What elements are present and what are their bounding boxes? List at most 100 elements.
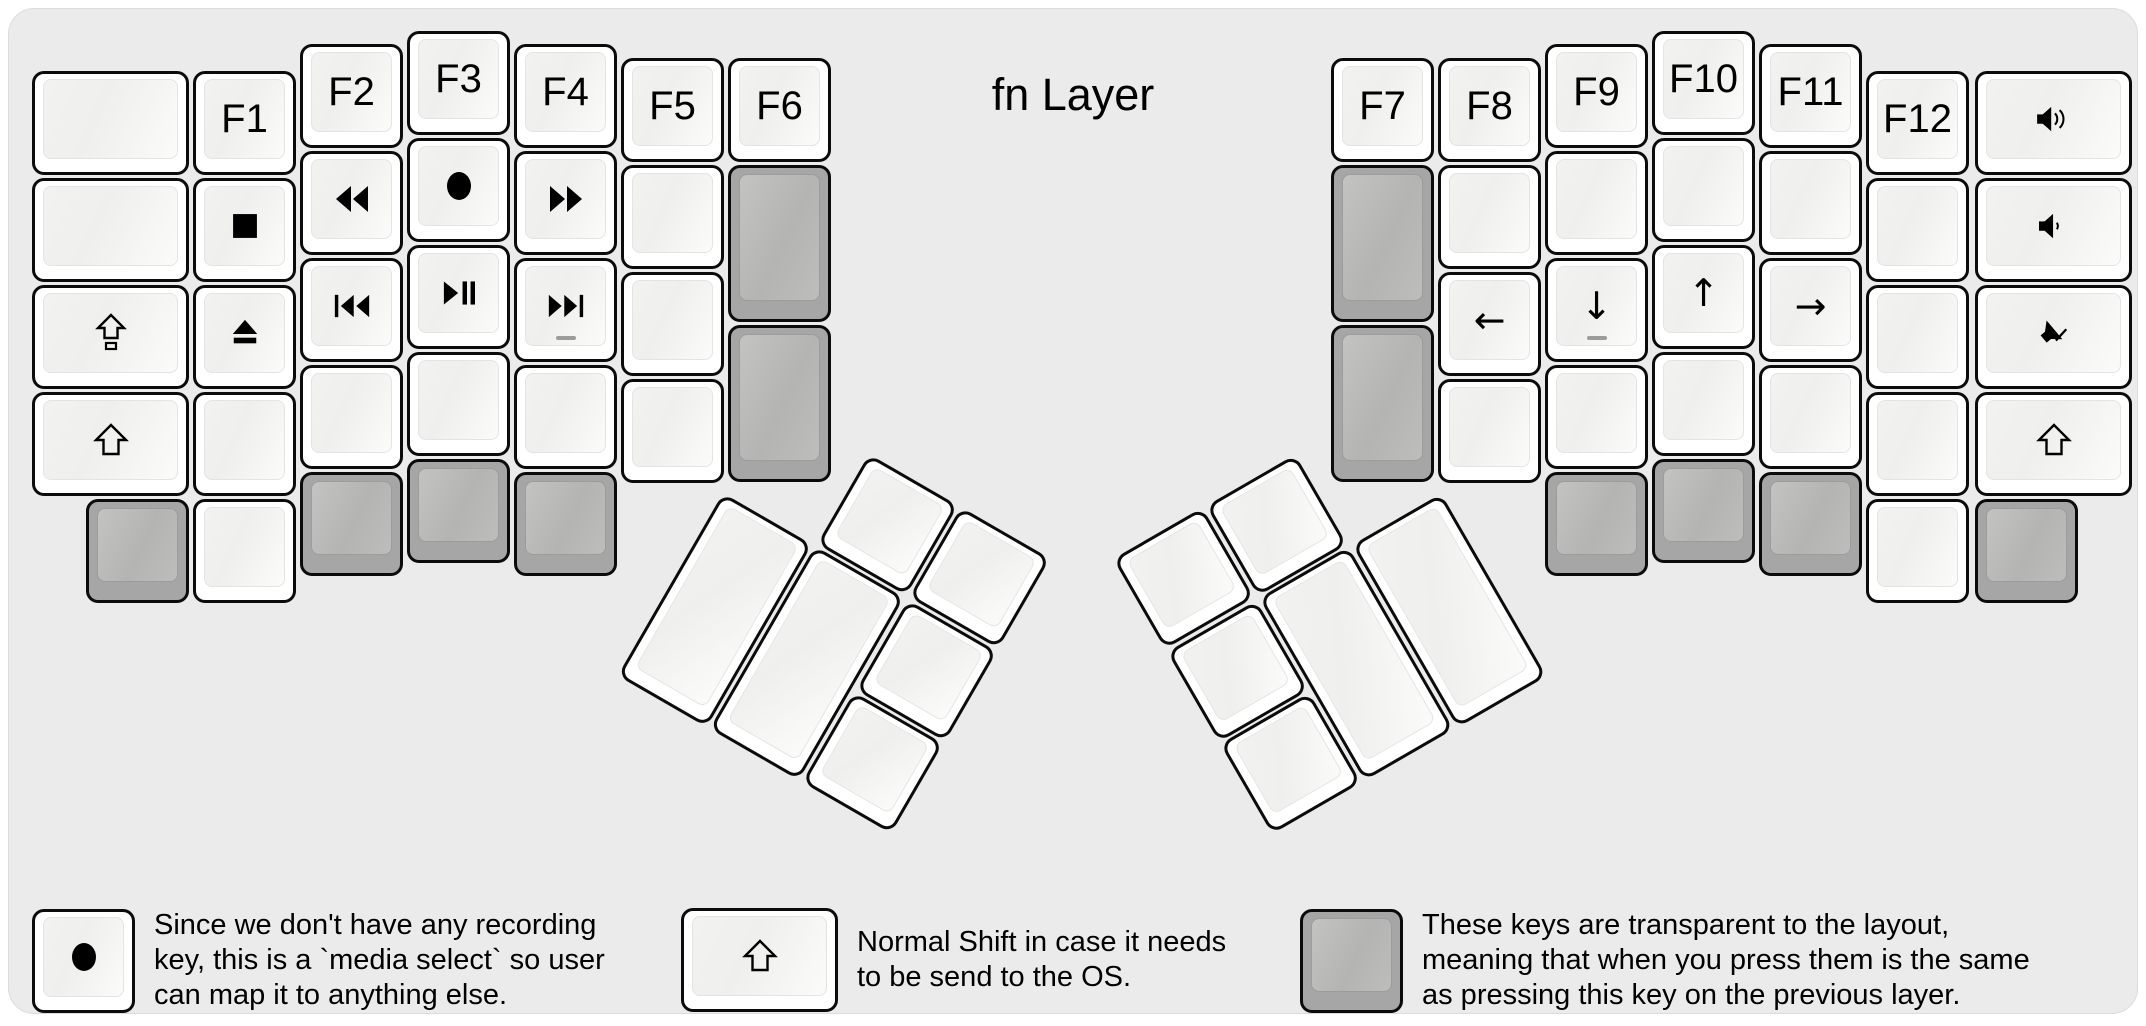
key-f6[interactable]: F6 — [728, 58, 831, 162]
key-transparent[interactable] — [1331, 165, 1434, 322]
key-arrow-down[interactable]: ↓ — [1545, 258, 1648, 362]
key-blank[interactable] — [1866, 499, 1969, 603]
key-blank[interactable] — [1759, 365, 1862, 469]
key-blank[interactable] — [1759, 151, 1862, 255]
key-record[interactable] — [407, 138, 510, 242]
key-blank[interactable] — [1866, 285, 1969, 389]
keytop: F6 — [739, 66, 820, 146]
key-blank[interactable] — [1866, 392, 1969, 496]
key-blank[interactable] — [193, 392, 296, 496]
key-blank[interactable] — [1545, 151, 1648, 255]
keytop — [43, 79, 178, 159]
key-transparent[interactable] — [514, 472, 617, 576]
key-blank[interactable] — [1438, 165, 1541, 269]
key-f4[interactable]: F4 — [514, 44, 617, 148]
keytop — [1986, 508, 2067, 582]
key-transparent[interactable] — [1759, 472, 1862, 576]
key-f2[interactable]: F2 — [300, 44, 403, 148]
key-ff[interactable] — [514, 151, 617, 255]
key-f7[interactable]: F7 — [1331, 58, 1434, 162]
key-blank[interactable] — [1652, 138, 1755, 242]
keytop — [43, 293, 178, 373]
key-blank[interactable] — [1438, 379, 1541, 483]
key-arrow-left[interactable]: ← — [1438, 272, 1541, 376]
legend-line: These keys are transparent to the layout… — [1422, 909, 1950, 941]
keytop — [43, 186, 178, 266]
key-f3[interactable]: F3 — [407, 31, 510, 135]
key-blank[interactable] — [621, 272, 724, 376]
key-blank[interactable] — [621, 379, 724, 483]
keytop: F10 — [1663, 39, 1744, 119]
keytop — [926, 519, 1037, 630]
key-shift[interactable] — [1975, 392, 2132, 496]
key-rewind[interactable] — [300, 151, 403, 255]
keytop: F1 — [204, 79, 285, 159]
key-prev[interactable] — [300, 258, 403, 362]
keytop — [418, 253, 499, 333]
keytop — [1556, 373, 1637, 453]
keytop: ↓ — [1556, 266, 1637, 346]
key-label: F12 — [1883, 97, 1952, 141]
key-label: F5 — [649, 84, 696, 128]
key-transparent[interactable] — [1975, 499, 2078, 603]
key-blank[interactable] — [407, 352, 510, 456]
key-blank[interactable] — [32, 178, 189, 282]
key-f8[interactable]: F8 — [1438, 58, 1541, 162]
keytop — [311, 266, 392, 346]
key-transparent[interactable] — [1652, 459, 1755, 563]
legend-line: to be send to the OS. — [857, 961, 1132, 993]
key-transparent[interactable] — [1331, 325, 1434, 482]
key-transparent[interactable] — [300, 472, 403, 576]
key-transparent[interactable] — [1545, 472, 1648, 576]
caps-icon — [94, 313, 127, 351]
key-label: F9 — [1573, 70, 1620, 114]
key-transparent[interactable] — [728, 165, 831, 322]
key-f1[interactable]: F1 — [193, 71, 296, 175]
key-playpause[interactable] — [407, 245, 510, 349]
key-f11[interactable]: F11 — [1759, 44, 1862, 148]
key-blank[interactable] — [300, 365, 403, 469]
key-eject[interactable] — [193, 285, 296, 389]
key-label: ↓ — [1580, 284, 1613, 328]
key-next[interactable] — [514, 258, 617, 362]
key-arrow-up[interactable]: ↑ — [1652, 245, 1755, 349]
keytop — [1449, 173, 1530, 253]
keytop — [1342, 174, 1423, 301]
key-transparent[interactable] — [86, 499, 189, 603]
key-vol-down[interactable] — [1975, 178, 2132, 282]
keytop — [43, 400, 178, 480]
key-transparent[interactable] — [407, 459, 510, 563]
key-arrow-right[interactable]: → — [1759, 258, 1862, 362]
key-blank[interactable] — [621, 165, 724, 269]
key-shift[interactable] — [32, 392, 189, 496]
key-f12[interactable]: F12 — [1866, 71, 1969, 175]
key-stop[interactable] — [193, 178, 296, 282]
key-blank[interactable] — [1545, 365, 1648, 469]
keytop — [204, 186, 285, 266]
keytop — [311, 481, 392, 555]
key-transparent[interactable] — [728, 325, 831, 482]
key-blank[interactable] — [1866, 178, 1969, 282]
legend-shift-text: Normal Shift in case it needs to be send… — [857, 925, 1226, 995]
key-f9[interactable]: F9 — [1545, 44, 1648, 148]
key-f5[interactable]: F5 — [621, 58, 724, 162]
keytop: ← — [1449, 280, 1530, 360]
legend-key-slot-transparent — [1300, 908, 1403, 1013]
key-blank[interactable] — [32, 71, 189, 175]
key-blank[interactable] — [193, 499, 296, 603]
keytop — [43, 916, 124, 997]
keytop — [632, 387, 713, 467]
keytop: ↑ — [1663, 253, 1744, 333]
keytop — [525, 266, 606, 346]
keytop — [204, 293, 285, 373]
key-caps[interactable] — [32, 285, 189, 389]
key-vol-up[interactable] — [1975, 71, 2132, 175]
key-label: F11 — [1777, 70, 1844, 114]
legend-line: meaning that when you press them is the … — [1422, 944, 2030, 976]
key-blank[interactable] — [514, 365, 617, 469]
keytop — [1342, 334, 1423, 461]
key-f10[interactable]: F10 — [1652, 31, 1755, 135]
key-blank[interactable] — [1652, 352, 1755, 456]
key-mute[interactable] — [1975, 285, 2132, 389]
